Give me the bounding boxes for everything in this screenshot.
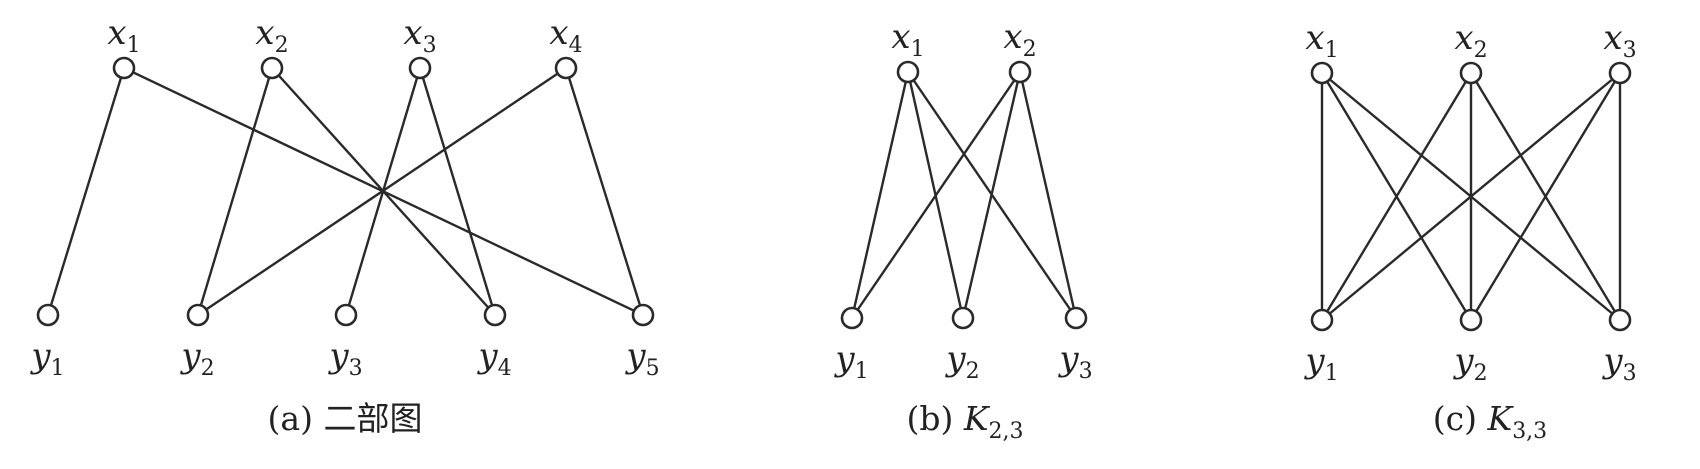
vertex-label-x2: x2 [255, 13, 288, 58]
caption-b: (b) K2,3 [906, 399, 1023, 444]
caption-a: (a) 二部图 [268, 399, 423, 438]
diagram-a: x1 x2 x3 x4 y1 y2 y3 y4 y5 (a) 二部图 [29, 13, 659, 438]
vertex-label-y5: y5 [624, 336, 659, 381]
vertex-y1 [840, 306, 864, 330]
vertex-y3 [1608, 308, 1632, 332]
edge-x3-y1 [1321, 72, 1621, 321]
vertex-y2 [186, 303, 210, 327]
vertex-label-y2: y2 [1452, 341, 1487, 386]
vertex-label-y3: y3 [1601, 341, 1636, 386]
vertex-x2 [260, 56, 284, 80]
vertex-label-y1: y1 [29, 336, 64, 381]
vertex-label-y4: y4 [476, 336, 511, 381]
vertex-x1 [112, 56, 136, 80]
edge-x3-y2 [1469, 72, 1622, 321]
vertex-label-x1: x1 [107, 13, 140, 58]
vertex-label-y2: y2 [944, 339, 979, 384]
edge-x2-y2 [961, 71, 1022, 319]
vertex-x4 [554, 56, 578, 80]
vertex-label-y1: y1 [833, 339, 868, 384]
caption-c: (c) K3,3 [1433, 399, 1547, 444]
vertex-label-x3: x3 [403, 13, 436, 58]
edge-x2-y1 [851, 71, 1021, 319]
vertex-y2 [1459, 308, 1483, 332]
vertex-label-x1: x1 [1305, 18, 1338, 63]
vertex-x2 [1459, 61, 1483, 85]
vertex-x2 [1008, 60, 1032, 84]
edge-x2-y1 [1320, 72, 1473, 321]
vertex-y3 [334, 303, 358, 327]
vertex-label-x1: x1 [891, 17, 924, 62]
edges-a [46, 66, 645, 317]
vertex-y1 [36, 303, 60, 327]
edges-b [850, 71, 1078, 319]
vertex-y4 [483, 303, 507, 327]
vertex-x3 [408, 56, 432, 80]
vertex-x3 [1608, 61, 1632, 85]
edge-x2-y2 [196, 67, 274, 316]
diagram-b: x1 x2 y1 y2 y3 (b) K2,3 [833, 17, 1092, 444]
vertex-x1 [896, 60, 920, 84]
vertex-y2 [951, 306, 975, 330]
vertex-y5 [631, 303, 655, 327]
edge-x2-y3 [1018, 71, 1078, 319]
vertex-label-y3: y3 [327, 336, 362, 381]
vertex-y3 [1064, 306, 1088, 330]
vertex-label-x2: x2 [1454, 18, 1487, 63]
vertex-label-x3: x3 [1603, 18, 1636, 63]
edge-x1-y1 [850, 71, 910, 319]
vertex-label-y3: y3 [1057, 339, 1092, 384]
edges-c [1320, 72, 1622, 321]
vertex-label-y2: y2 [179, 336, 214, 381]
edge-x4-y2 [197, 67, 567, 316]
vertex-x1 [1310, 61, 1334, 85]
edge-x4-y5 [564, 67, 645, 316]
vertex-label-x2: x2 [1003, 17, 1036, 62]
diagram-c: x1 x2 x3 y1 y2 y3 (c) K3,3 [1303, 18, 1636, 444]
edge-x1-y1 [46, 67, 126, 316]
vertex-label-x4: x4 [549, 13, 582, 58]
vertex-y1 [1310, 308, 1334, 332]
edge-x3-y4 [418, 67, 497, 316]
vertex-label-y1: y1 [1303, 341, 1338, 386]
